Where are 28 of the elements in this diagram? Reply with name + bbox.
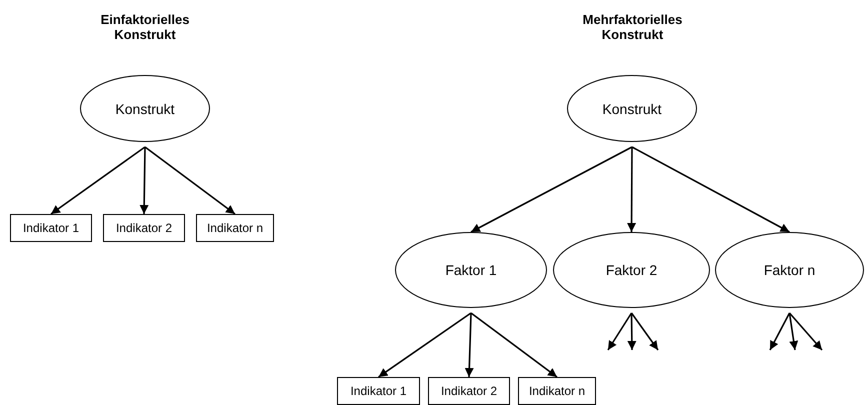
heading: Mehrfaktorielles Konstrukt — [582, 12, 684, 42]
arrow — [788, 312, 798, 350]
construct-ellipse: Konstrukt — [80, 75, 210, 142]
arrow — [627, 147, 636, 232]
arrow — [140, 146, 149, 214]
construct-ellipse: Faktor 2 — [553, 232, 710, 308]
indicator-box: Indikator n — [196, 214, 274, 242]
indicator-box: Indikator 2 — [103, 214, 185, 242]
arrow — [632, 146, 790, 233]
indicator-box: Indikator 1 — [10, 214, 92, 242]
arrow — [630, 312, 659, 350]
construct-ellipse: Faktor 1 — [395, 232, 547, 308]
arrow — [788, 312, 823, 351]
construct-ellipse: Konstrukt — [567, 75, 697, 142]
arrow — [378, 312, 472, 378]
heading: Einfaktorielles Konstrukt — [100, 12, 190, 42]
arrow — [607, 312, 632, 350]
construct-ellipse: Faktor n — [715, 232, 864, 308]
arrow — [50, 146, 146, 215]
indicator-box: Indikator 1 — [337, 377, 420, 405]
arrow — [464, 312, 474, 378]
indicator-box: Indikator 2 — [428, 377, 510, 405]
arrow — [470, 146, 632, 233]
arrow — [769, 312, 790, 350]
arrow — [627, 312, 636, 350]
arrow — [144, 146, 236, 215]
arrow — [470, 312, 558, 378]
indicator-box: Indikator n — [518, 377, 596, 405]
